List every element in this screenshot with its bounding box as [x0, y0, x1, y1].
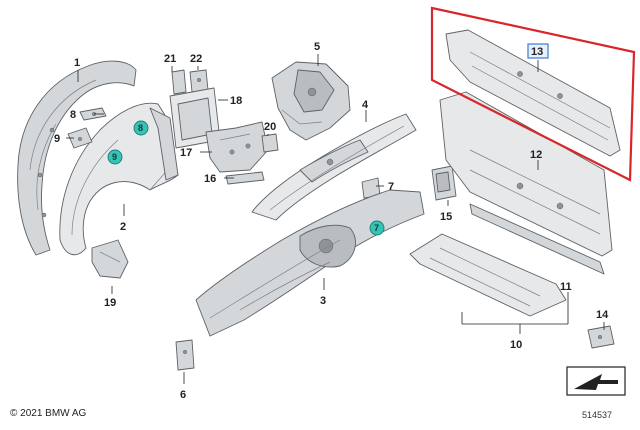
svg-text:9: 9 [112, 152, 117, 162]
callout-1: 1 [74, 57, 80, 69]
callout-16: 16 [204, 173, 216, 185]
part-2-wheel-house[interactable] [59, 102, 179, 256]
part-19-bracket[interactable] [91, 239, 129, 279]
callout-17: 17 [180, 147, 192, 159]
part-5-strut-tower[interactable] [271, 61, 351, 141]
svg-text:8: 8 [138, 123, 143, 133]
part-6-bracket[interactable] [175, 339, 195, 371]
part-8-bracket[interactable] [79, 107, 107, 121]
callout-6: 6 [180, 389, 186, 401]
callout-12: 12 [530, 149, 542, 161]
callout-22: 22 [190, 53, 202, 65]
callout-10: 10 [510, 339, 522, 351]
part-12-rear-panel[interactable] [439, 91, 613, 257]
part-14-clip[interactable] [587, 325, 615, 349]
part-10-floor-panel[interactable] [409, 233, 567, 317]
part-3-floor-rail[interactable] [195, 189, 425, 337]
callout-14: 14 [596, 309, 609, 321]
highlight-frame [430, 6, 636, 182]
copyright-text: © 2021 BMW AG [10, 408, 87, 419]
marker-8: 8 [133, 120, 149, 136]
part-4-upper-rail[interactable] [251, 113, 417, 221]
part-11-floor-strip[interactable] [469, 203, 605, 275]
callout-3: 3 [320, 295, 326, 307]
document-number: 514537 [582, 410, 613, 420]
highlight-box-13 [527, 43, 549, 59]
part-9-bracket[interactable] [67, 127, 93, 149]
marker-9: 9 [107, 149, 123, 165]
callout-11: 11 [560, 281, 572, 293]
part-16-strip[interactable] [225, 171, 265, 185]
part-15-bracket[interactable] [431, 165, 457, 201]
marker-7: 7 [369, 220, 385, 236]
callout-5: 5 [314, 41, 320, 53]
part-13-rear-panel-upper[interactable] [445, 29, 621, 157]
svg-text:7: 7 [374, 223, 379, 233]
callout-13: 13 [531, 46, 543, 58]
callout-9: 9 [54, 133, 60, 145]
callout-20: 20 [264, 121, 276, 133]
callout-8: 8 [70, 109, 76, 121]
callout-18: 18 [230, 95, 242, 107]
callout-4: 4 [362, 99, 369, 111]
callout-2: 2 [120, 221, 126, 233]
callout-19: 19 [104, 297, 116, 309]
callout-15: 15 [440, 211, 452, 223]
part-17-bracket[interactable] [205, 121, 269, 173]
part-20-bracket[interactable] [261, 133, 279, 153]
callout-7: 7 [388, 181, 394, 193]
leader-lines [66, 54, 605, 384]
callout-labels: 1 2 3 4 5 6 7 8 9 10 11 12 13 14 15 16 1… [54, 41, 609, 401]
arrow-direction-icon [566, 366, 626, 396]
callout-21: 21 [164, 53, 176, 65]
part-22-clip[interactable] [189, 69, 209, 93]
